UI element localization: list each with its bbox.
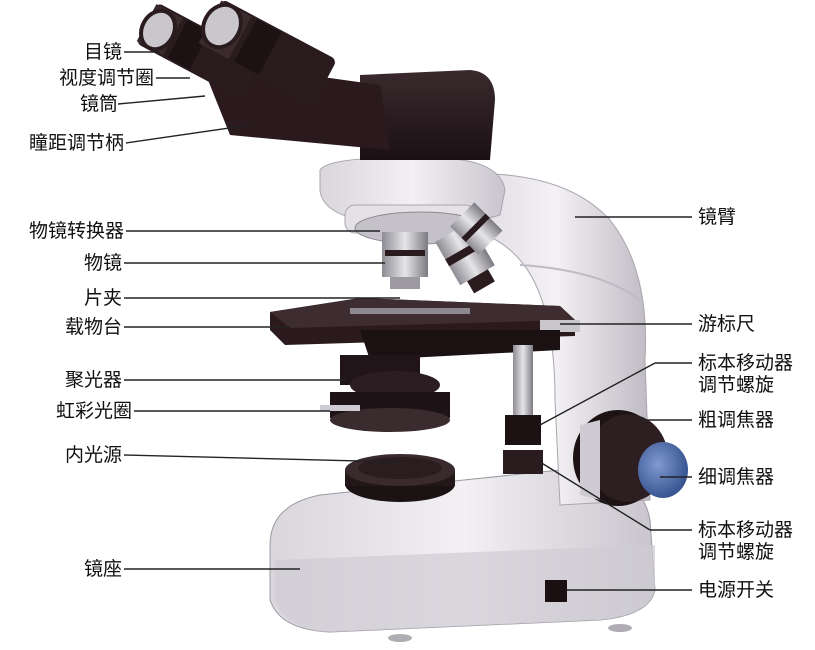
- label-clip: 片夹: [84, 287, 122, 309]
- label-nosepiece: 物镜转换器: [29, 220, 124, 242]
- label-base: 镜座: [84, 558, 122, 580]
- label-coarse-focus: 粗调焦器: [698, 409, 774, 431]
- label-tube: 镜筒: [80, 93, 118, 115]
- condenser-shape: [320, 355, 450, 432]
- fine-focus-knob[interactable]: [638, 442, 688, 498]
- label-vernier: 游标尺: [698, 313, 755, 335]
- power-switch[interactable]: [545, 580, 567, 602]
- label-iris: 虹彩光圈: [56, 400, 132, 422]
- label-stage: 载物台: [65, 316, 122, 338]
- slide-clip[interactable]: [350, 308, 470, 314]
- label-diopter-ring: 视度调节圈: [59, 67, 154, 89]
- label-eyepiece: 目镜: [84, 41, 122, 63]
- label-light-source: 内光源: [65, 444, 122, 466]
- label-ipd-handle: 瞳距调节柄: [29, 132, 124, 154]
- stage-shape: [270, 298, 580, 360]
- label-mover-upper-2: 调节螺旋: [698, 374, 774, 396]
- label-condenser: 聚光器: [65, 369, 122, 391]
- label-mover-upper-1: 标本移动器: [698, 352, 793, 374]
- binocular-head: [134, 0, 495, 160]
- label-power-switch: 电源开关: [698, 579, 774, 601]
- label-arm: 镜臂: [698, 206, 736, 228]
- nosepiece-shape: [355, 202, 503, 297]
- label-fine-focus: 细调焦器: [698, 466, 774, 488]
- label-objective: 物镜: [84, 252, 122, 274]
- stage-mover-shape: [503, 345, 543, 474]
- label-mover-lower-2: 调节螺旋: [698, 541, 774, 563]
- label-mover-lower-1: 标本移动器: [698, 519, 793, 541]
